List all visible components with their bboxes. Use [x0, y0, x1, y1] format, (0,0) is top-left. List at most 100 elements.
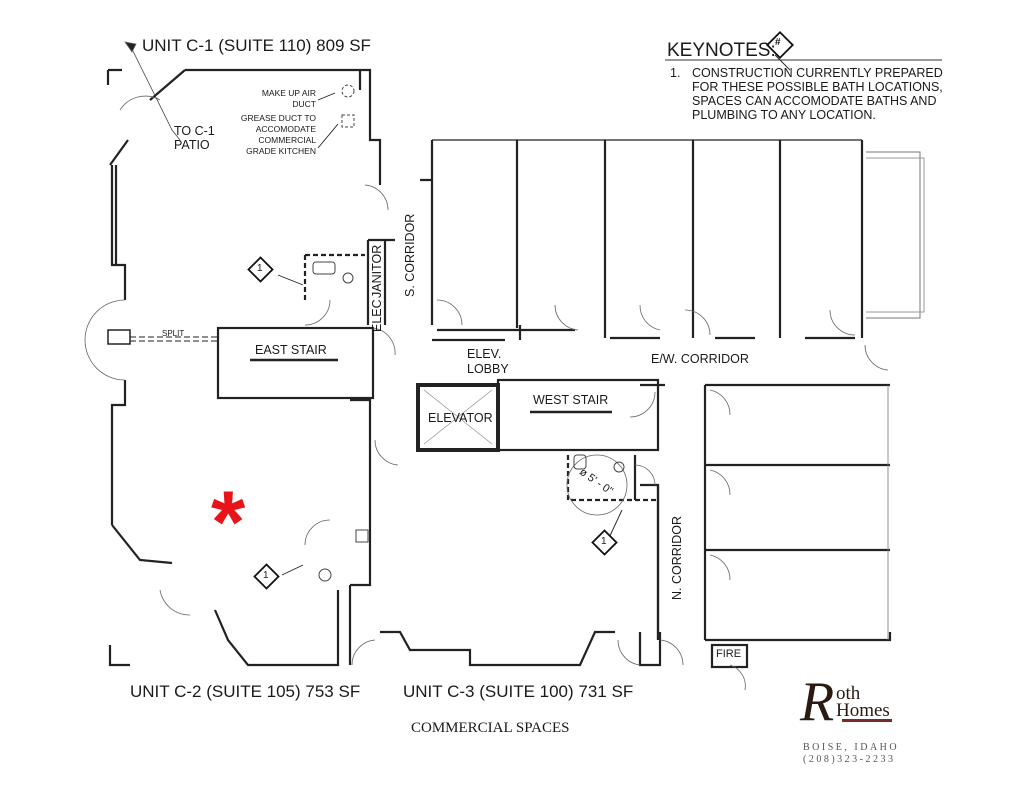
patio-line: PATIO: [174, 138, 210, 152]
s-corridor-label: S. CORRIDOR: [403, 213, 417, 297]
keynote-legend-diamond: [765, 30, 795, 60]
arrow-head: [124, 41, 137, 53]
split-door-frame: [107, 329, 131, 345]
door-swing: [829, 309, 856, 336]
unit-c2-north-wall: [350, 398, 372, 430]
elevator-label: ELEVATOR: [428, 411, 493, 425]
door-swing: [554, 304, 579, 331]
asterisk-marker: *: [211, 472, 246, 571]
leader-arrow: [774, 54, 791, 71]
logo-city: BOISE, IDAHO: [803, 742, 900, 753]
keynote-line: PLUMBING TO ANY LOCATION.: [692, 108, 876, 122]
janitor-label: JANITOR: [370, 244, 384, 298]
door-swing: [84, 299, 126, 381]
north-suites-bottom: [437, 328, 855, 340]
fire-room-wall: [705, 632, 892, 642]
fire-room: [710, 643, 749, 669]
keynote-line: CONSTRUCTION CURRENTLY PREPARED: [692, 66, 943, 80]
unit-c3-label: UNIT C-3 (SUITE 100) 731 SF: [403, 682, 634, 701]
leader-arrow: [317, 92, 336, 101]
elec-label: ELEC: [370, 299, 384, 332]
keynote-diamond: [253, 563, 280, 590]
door-swing: [351, 639, 376, 666]
keynote-marker: 1: [263, 570, 269, 581]
patio-annotation: TO C-1 PATIO: [174, 124, 215, 152]
keynote-marker: 1: [257, 263, 263, 274]
west-stair-box: [496, 378, 660, 452]
n-corridor-label: N. CORRIDOR: [670, 515, 684, 600]
door-swing: [436, 299, 463, 326]
make-up-air-duct: [341, 84, 355, 98]
patio-line: TO C-1: [174, 124, 215, 138]
fire-label: FIRE: [716, 648, 742, 660]
door-swing: [304, 519, 331, 546]
door-swing: [709, 554, 731, 581]
unit-c2-east-wall: [348, 430, 372, 665]
door-swing: [639, 304, 661, 331]
door-swing: [119, 95, 161, 111]
bay-window: [866, 157, 925, 313]
door-swing: [374, 439, 399, 466]
c1-bath-outline: [303, 253, 365, 300]
keynote-line: SPACES CAN ACCOMODATE BATHS AND: [692, 94, 937, 108]
leader-arrow: [317, 123, 339, 149]
keynote-legend-symbol: #: [775, 37, 781, 48]
east-stair-box: [216, 326, 375, 400]
door-swing: [304, 299, 331, 326]
door-swing: [709, 469, 731, 496]
split-line: [130, 336, 218, 342]
north-arrow-line: [129, 44, 181, 141]
unit-c3-wall: [380, 630, 615, 667]
west-stair-label: WEST STAIR: [533, 393, 609, 407]
door-swing: [864, 344, 889, 371]
keynote-diamond: [247, 256, 274, 283]
c3-bath-outline: [566, 455, 658, 502]
logo-accent-bar: [842, 719, 892, 722]
grease-duct: [341, 114, 355, 128]
keynote-number: 1.: [670, 66, 681, 80]
unit-c2-label: UNIT C-2 (SUITE 105) 753 SF: [130, 682, 361, 701]
sink: [312, 261, 336, 275]
unit-c1-wall: [109, 139, 129, 166]
annotation-line: ACCOMODATE: [255, 124, 316, 134]
corner-post: [108, 645, 130, 667]
leader-arrow: [281, 564, 304, 576]
unit-c1-label: UNIT C-1 (SUITE 110) 809 SF: [142, 36, 371, 55]
keynotes-title: KEYNOTES:: [667, 40, 776, 61]
bay-window: [866, 151, 921, 319]
plan-title: COMMERCIAL SPACES: [411, 720, 570, 736]
door-swing: [617, 639, 641, 666]
door-swing: [159, 589, 191, 616]
door-swing: [684, 309, 711, 336]
keynote-text: CONSTRUCTION CURRENTLY PREPARED FOR THES…: [692, 66, 943, 122]
door-swing: [364, 184, 389, 211]
door-swing: [629, 391, 656, 418]
door-swing: [729, 664, 746, 691]
turning-radius-circle: [566, 454, 628, 516]
logo-name-bottom: Homes: [836, 700, 890, 721]
sink: [355, 529, 369, 543]
ew-corridor-label: E/W. CORRIDOR: [651, 352, 749, 366]
keynote-marker: 1: [601, 536, 607, 547]
elev-lobby-line: LOBBY: [467, 362, 509, 376]
toilet: [613, 461, 625, 473]
unit-c2-wall: [213, 590, 340, 667]
leader-arrow: [607, 509, 623, 541]
make-up-air-annotation: MAKE UP AIR DUCT: [248, 88, 316, 110]
split-label: SPLIT: [162, 329, 185, 338]
unit-c1-wall: [149, 69, 186, 101]
door-swing: [371, 327, 396, 356]
annotation-line: GRADE KITCHEN: [246, 146, 316, 156]
door-swing: [709, 389, 731, 416]
elevator-x: [423, 389, 493, 445]
annotation-line: GREASE DUCT TO: [240, 113, 316, 123]
toilet: [342, 272, 354, 284]
elev-lobby-wall: [432, 325, 522, 342]
west-exterior-wall: [110, 165, 127, 525]
logo-name-top: oth: [836, 683, 861, 704]
unit-c3-wall: [638, 632, 662, 667]
unit-c2-wall: [111, 524, 173, 565]
annotation-line: DUCT: [292, 99, 316, 109]
logo-phone: (208)323-2233: [803, 754, 896, 765]
